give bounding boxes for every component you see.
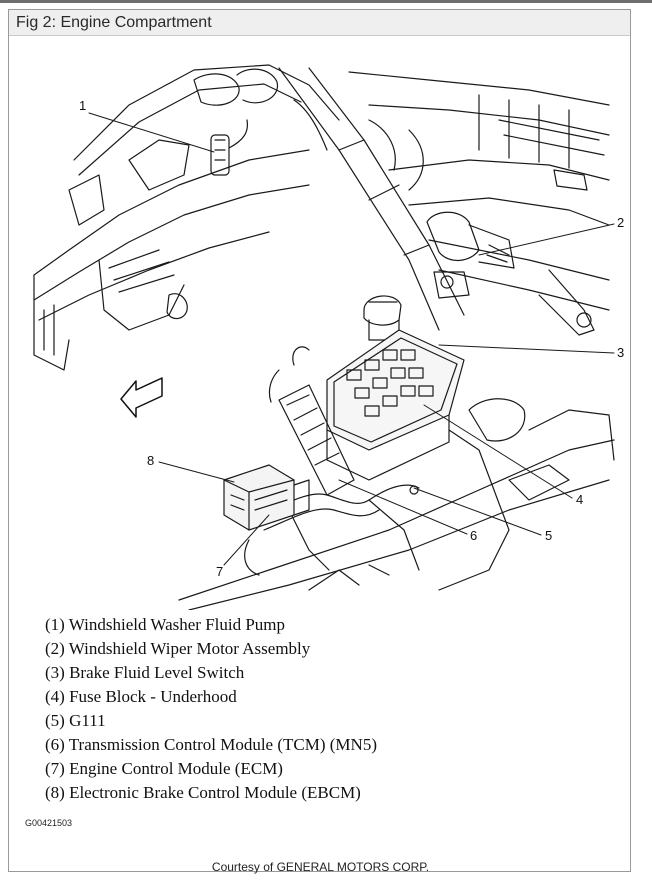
left-fender-structure (33, 64, 340, 371)
figure-caption-bar: Fig 2: Engine Compartment (9, 10, 630, 36)
callout-6: 6 (470, 528, 477, 543)
callout-3: 3 (617, 345, 624, 360)
washer-fluid-pump (210, 119, 249, 176)
engine-compartment-drawing: 1 2 3 4 5 6 7 8 (33, 64, 624, 610)
wiper-motor (426, 211, 595, 336)
component-legend: (1) Windshield Washer Fluid Pump (2) Win… (45, 613, 377, 805)
callout-5: 5 (545, 528, 552, 543)
legend-item-3: (3) Brake Fluid Level Switch (45, 663, 245, 682)
legend-item-2: (2) Windshield Wiper Motor Assembly (45, 639, 311, 658)
legend-item-7: (7) Engine Control Module (ECM) (45, 759, 283, 778)
window-top-border (0, 0, 652, 3)
figure-caption: Fig 2: Engine Compartment (16, 14, 212, 31)
cowl-structure (348, 71, 610, 311)
callout-8: 8 (147, 453, 154, 468)
callout-1: 1 (79, 98, 86, 113)
callout-leaders (88, 112, 615, 566)
callout-7: 7 (216, 564, 223, 579)
center-crossmember (278, 67, 465, 331)
callout-2: 2 (617, 215, 624, 230)
legend-item-6: (6) Transmission Control Module (TCM) (M… (45, 735, 377, 754)
legend-item-5: (5) G111 (45, 711, 106, 730)
callout-4: 4 (576, 492, 583, 507)
forward-arrow-icon (120, 377, 163, 418)
legend-item-8: (8) Electronic Brake Control Module (EBC… (45, 783, 361, 802)
legend-item-4: (4) Fuse Block - Underhood (45, 687, 237, 706)
legend-item-1: (1) Windshield Washer Fluid Pump (45, 615, 286, 634)
figure-frame: Fig 2: Engine Compartment (8, 9, 631, 874)
fuse-block (326, 329, 465, 481)
ebcm-module (223, 464, 310, 531)
transmission-control-module (268, 346, 355, 496)
figure-code: G00421503 (25, 818, 73, 828)
courtesy-credit: Courtesy of GENERAL MOTORS CORP. (211, 860, 430, 874)
lower-subframe (178, 398, 615, 610)
